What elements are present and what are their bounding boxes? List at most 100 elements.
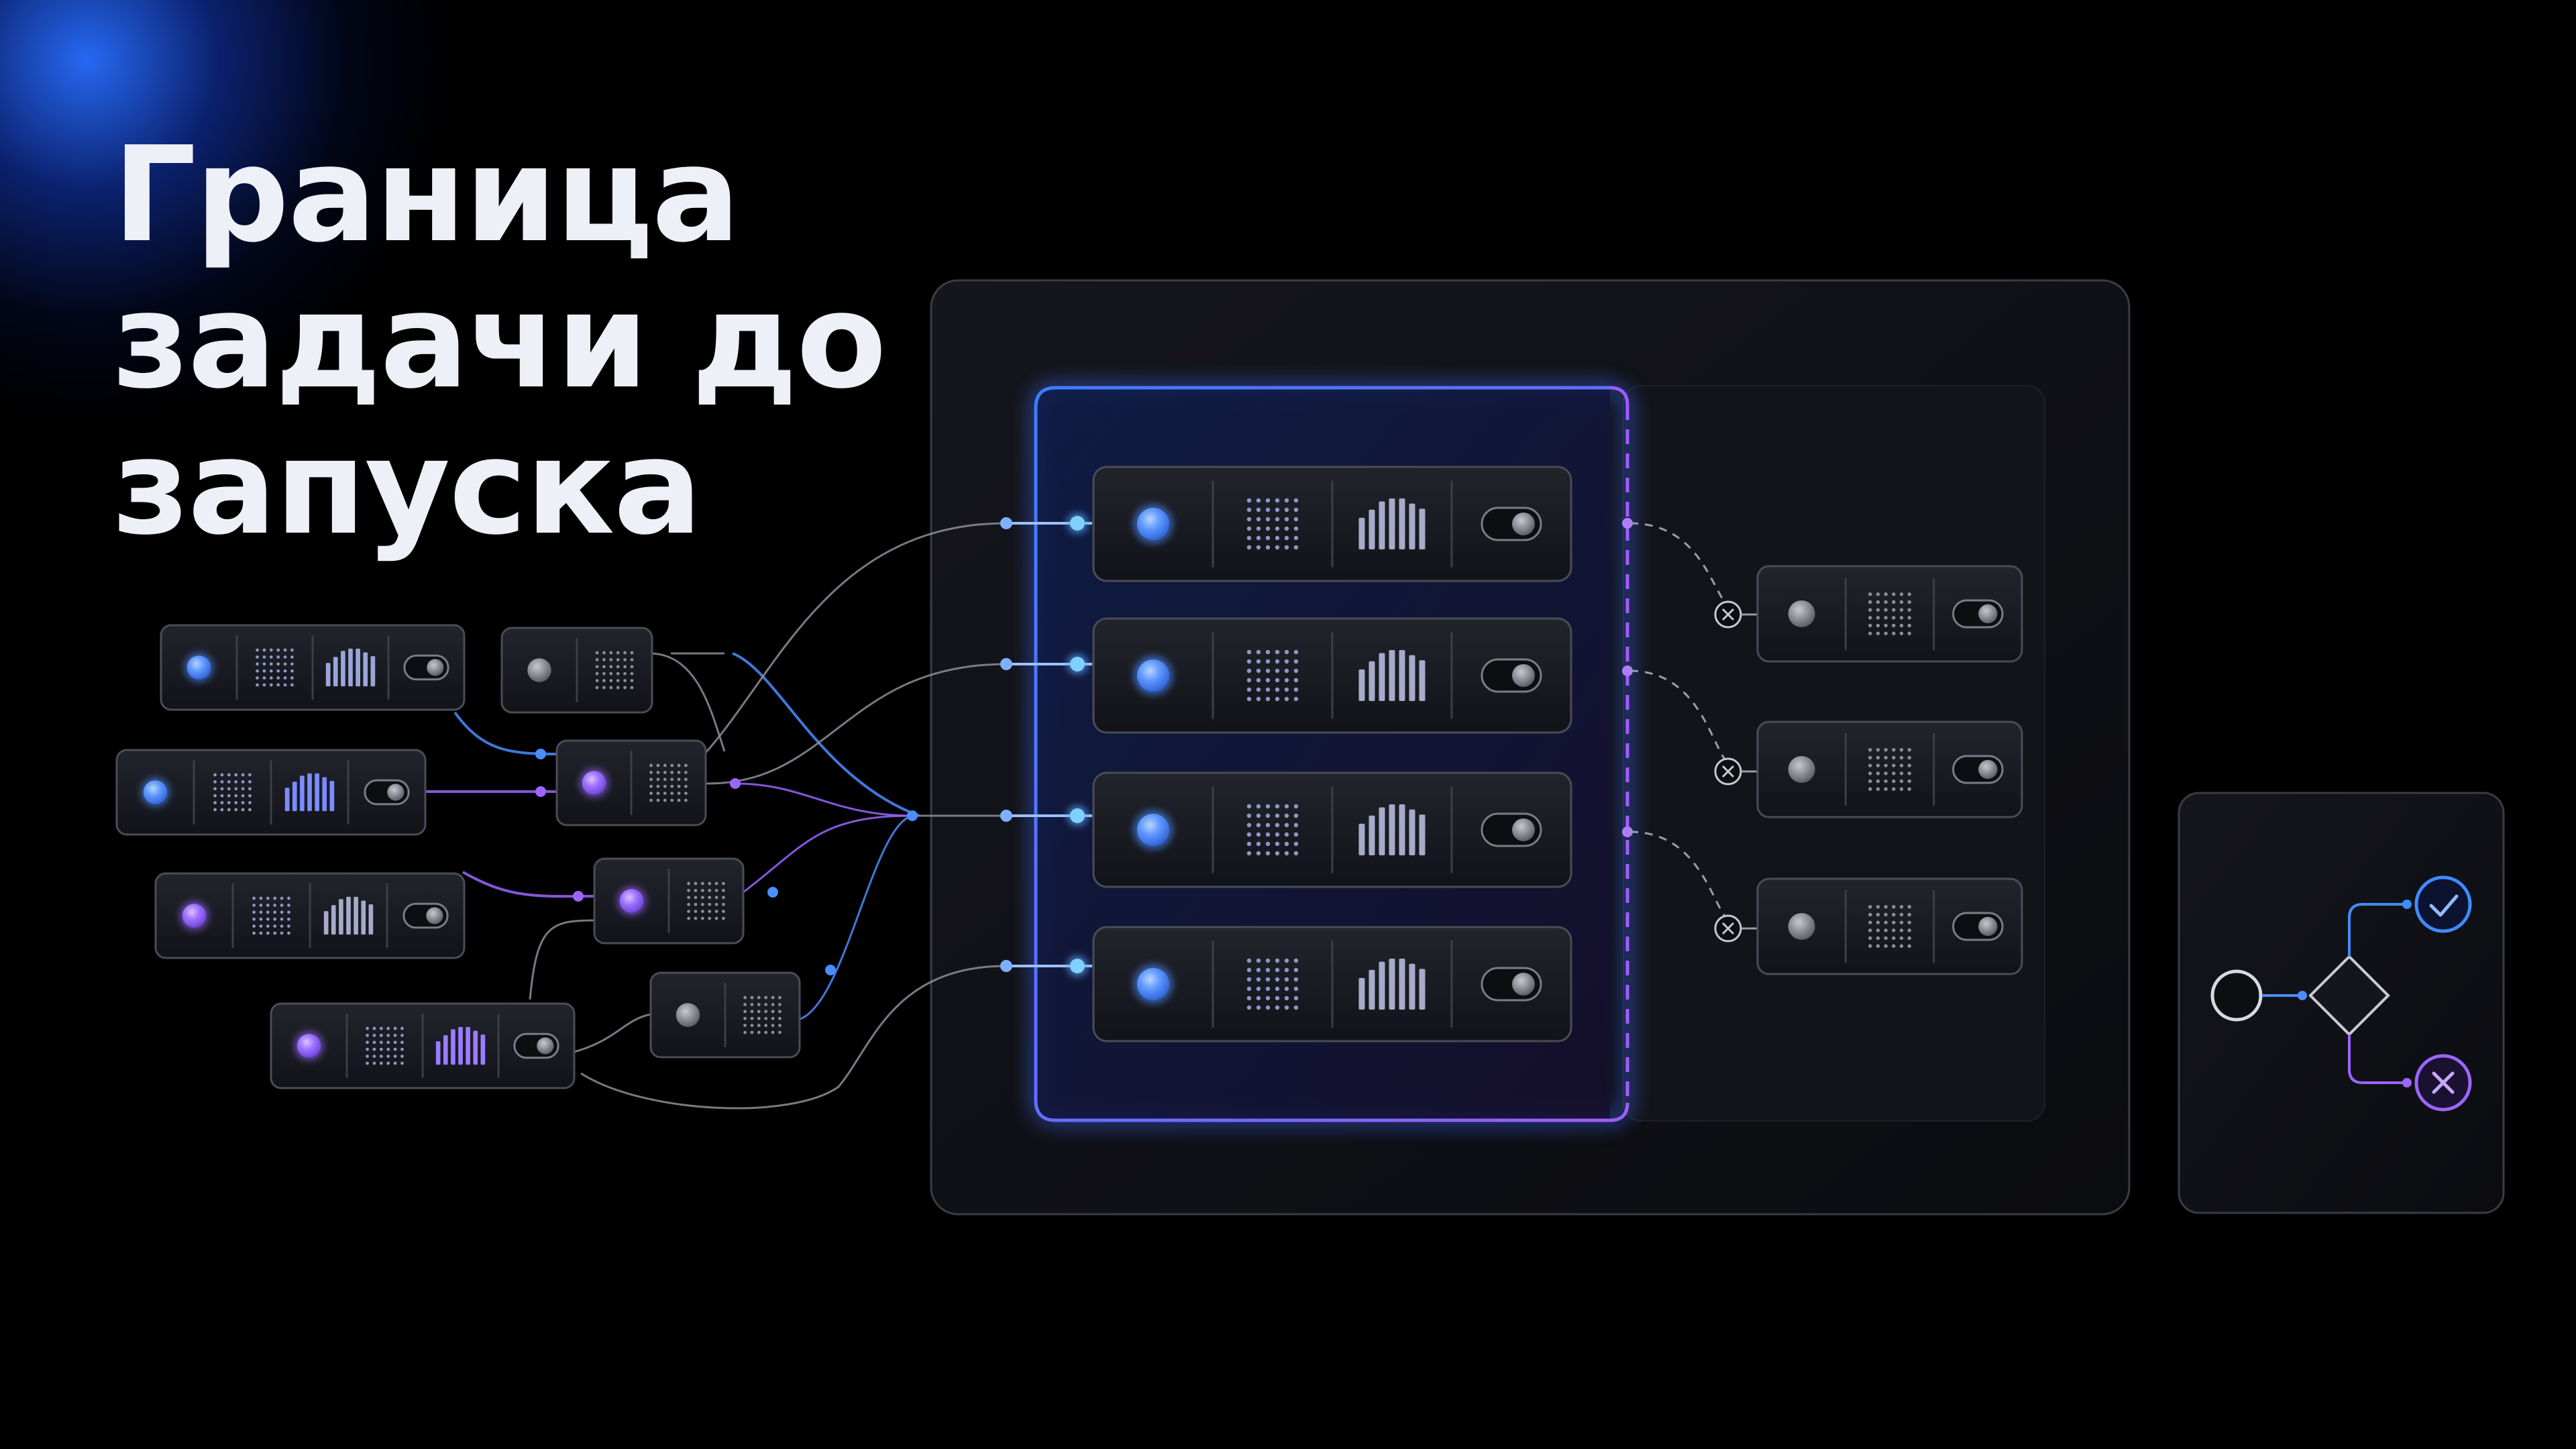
outside-task-card-1[interactable] (1756, 565, 2023, 663)
toggle-switch[interactable] (403, 654, 449, 681)
hub-card-4[interactable] (649, 971, 801, 1059)
bar (1409, 655, 1415, 701)
grid-dot (273, 924, 277, 928)
bar (435, 1041, 441, 1065)
outside-task-card-3[interactable] (1756, 877, 2023, 975)
grid-dot (1293, 996, 1299, 1001)
grid-dot (256, 669, 259, 673)
hub-card-2[interactable] (555, 739, 707, 826)
hub-card-1[interactable] (500, 627, 653, 714)
inside-task-card-2[interactable] (1092, 617, 1572, 734)
grid-dot (1892, 748, 1896, 752)
grid-dot (1256, 851, 1261, 856)
grid-dot (630, 658, 634, 661)
inside-task-card-4[interactable] (1092, 926, 1572, 1042)
grid-dot (595, 651, 599, 655)
grid-dot (687, 889, 690, 892)
dot-grid-icon (366, 1026, 404, 1065)
grid-dot (1265, 977, 1271, 982)
grid-dot (750, 1016, 754, 1020)
grid-dot (1884, 771, 1888, 775)
toggle-switch[interactable] (1481, 812, 1542, 847)
grid-dot (708, 889, 712, 892)
toggle-knob (426, 907, 443, 924)
grid-dot (1246, 659, 1252, 664)
grid-dot (266, 917, 270, 921)
toggle-switch[interactable] (364, 779, 410, 806)
grid-dot (750, 1024, 754, 1027)
junction-dot-1 (535, 749, 546, 759)
toggle-switch[interactable] (513, 1032, 559, 1059)
exit-dot-1 (1622, 518, 1633, 529)
grid-dot (1884, 748, 1888, 752)
grid-dot (269, 648, 273, 652)
headline-line-2: задачи до (113, 265, 887, 418)
toggle-switch[interactable] (402, 902, 449, 929)
grid-dot (722, 896, 725, 900)
grid-dot (280, 896, 284, 900)
grid-dot (386, 1047, 390, 1051)
grid-dot (213, 808, 217, 812)
grid-dot (220, 773, 224, 777)
source-card-4[interactable] (270, 1002, 576, 1089)
hub-card-3[interactable] (593, 857, 745, 945)
toggle-switch[interactable] (1952, 912, 2004, 941)
grid-dot (1899, 600, 1904, 604)
grid-dot (1884, 608, 1888, 612)
inside-task-card-1[interactable] (1092, 466, 1572, 582)
grid-dot (1256, 668, 1261, 674)
entry-dot-3 (1000, 810, 1012, 822)
toggle-switch[interactable] (1481, 967, 1542, 1002)
grid-dot (1265, 659, 1271, 664)
exit-dot-3 (1622, 826, 1633, 837)
outside-task-card-2[interactable] (1756, 720, 2023, 818)
grid-dot (227, 808, 231, 812)
grid-dot (694, 902, 698, 906)
start-edge-dot (2298, 991, 2307, 1000)
status-dot-icon (676, 1003, 700, 1027)
grid-dot (750, 1003, 754, 1006)
grid-dot (220, 780, 224, 784)
grid-dot (1256, 649, 1261, 655)
grid-dot (1293, 678, 1299, 683)
grid-dot (757, 996, 761, 1000)
source-card-2[interactable] (115, 749, 427, 836)
grid-dot (400, 1026, 404, 1030)
grid-dot (1899, 763, 1904, 767)
grid-dot (670, 777, 674, 782)
toggle-switch[interactable] (1952, 755, 2004, 784)
grid-dot (1256, 841, 1261, 847)
bar (466, 1026, 470, 1065)
grid-dot (1256, 687, 1261, 692)
grid-dot (1275, 996, 1280, 1001)
toggle-switch[interactable] (1952, 599, 2004, 629)
bars-icon (1358, 498, 1426, 549)
grid-dot (1876, 920, 1880, 924)
grid-dot (1246, 967, 1252, 973)
grid-dot (252, 917, 256, 921)
grid-dot (1265, 526, 1271, 531)
source-card-1[interactable] (160, 624, 466, 711)
grid-dot (1892, 912, 1896, 917)
grid-dot (234, 780, 238, 784)
grid-dot (1293, 967, 1299, 973)
grid-dot (1293, 649, 1299, 655)
grid-dot (630, 672, 634, 676)
grid-dot (1246, 668, 1252, 674)
grid-dot (1892, 755, 1896, 760)
toggle-switch[interactable] (1481, 506, 1542, 541)
inside-task-card-3[interactable] (1092, 771, 1572, 888)
grid-dot (241, 808, 245, 812)
grid-dot (1868, 779, 1872, 784)
grid-dot (743, 1010, 747, 1014)
source-card-3[interactable] (154, 872, 466, 959)
grid-dot (656, 792, 660, 795)
grid-dot (290, 648, 294, 652)
grid-dot (262, 683, 266, 687)
toggle-switch[interactable] (1481, 658, 1542, 693)
grid-dot (700, 896, 704, 900)
x-circle-cross (1721, 922, 1735, 935)
bars-icon (284, 773, 335, 812)
grid-dot (1256, 1005, 1261, 1010)
grid-dot (1868, 623, 1872, 628)
